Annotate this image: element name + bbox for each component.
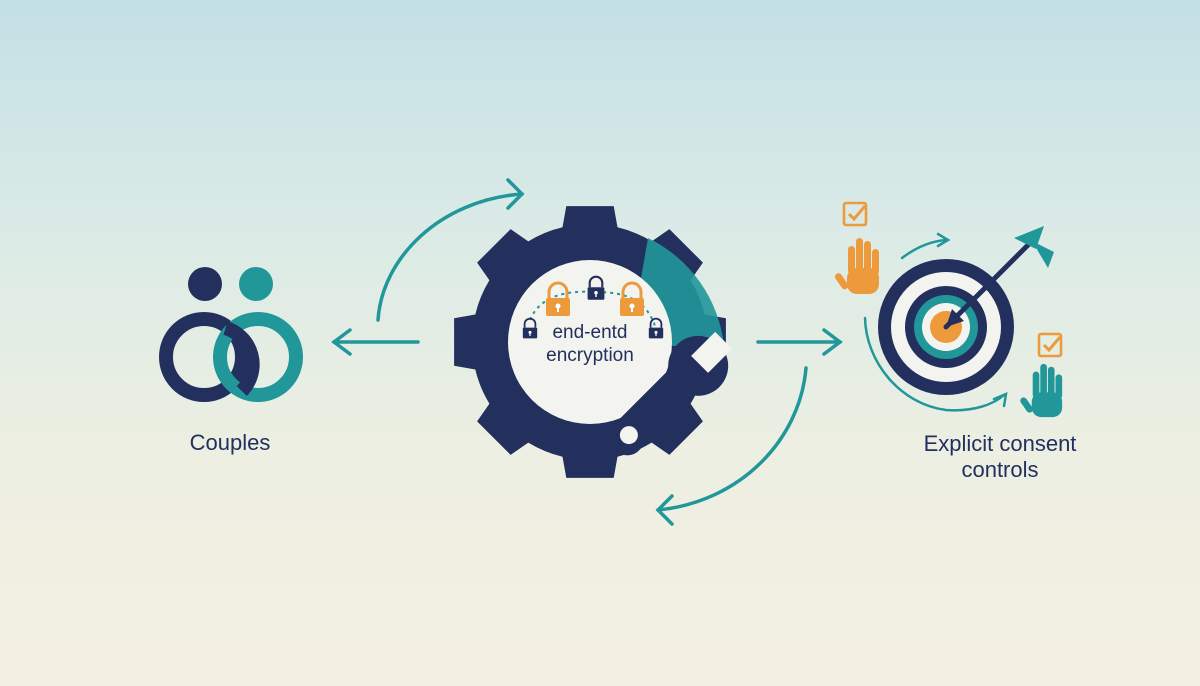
hand-icon	[833, 238, 879, 294]
consent-label: Explicit consent controls	[880, 431, 1120, 484]
encryption-label: end-entd encryption	[500, 322, 680, 368]
couples-label: Couples	[189, 430, 271, 455]
checkbox-icon	[842, 201, 868, 227]
encryption-label-line2: encryption	[546, 344, 634, 366]
checkbox-icon	[1037, 332, 1063, 358]
wrench-icon	[608, 331, 733, 456]
target-icon	[878, 226, 1054, 395]
hand-icon	[1018, 363, 1063, 418]
consent-label-line1: Explicit consent	[923, 431, 1077, 456]
lock-chain	[521, 275, 665, 340]
target-orbit-arrows	[863, 232, 1008, 412]
left-arrow	[331, 328, 420, 356]
couples-icon	[159, 267, 303, 402]
top-curved-arrow	[376, 178, 525, 322]
right-arrow	[756, 328, 843, 356]
encryption-label-line1: end-entd	[552, 322, 628, 343]
consent-label-line2: controls	[961, 457, 1039, 483]
bottom-curved-arrow	[655, 366, 808, 526]
